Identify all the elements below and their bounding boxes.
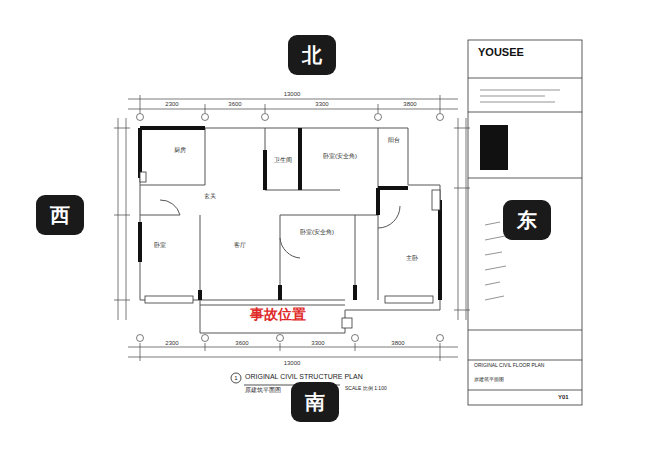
plan-label: 卫生间 — [274, 157, 292, 164]
plan-label: 卧室 — [154, 242, 166, 249]
direction-text: 南 — [305, 392, 325, 412]
plan-label: 原建筑平面图 — [474, 377, 504, 383]
plan-label: 3800 — [403, 101, 416, 108]
direction-text: 北 — [302, 45, 322, 65]
plan-label: 3600 — [235, 340, 248, 347]
plan-label: 13000 — [284, 360, 301, 367]
plan-label: 3300 — [311, 340, 324, 347]
plan-label: ORIGINAL CIVIL STRUCTURE PLAN — [245, 373, 363, 381]
plan-label: 3300 — [315, 101, 328, 108]
plan-label: 卧室(安全角) — [300, 229, 334, 236]
plan-label: Y01 — [558, 394, 569, 401]
plan-label: 厨房 — [174, 147, 186, 154]
plan-label: SCALE 比例 1:100 — [345, 386, 387, 392]
plan-label: 卧室(安全角) — [323, 153, 357, 160]
plan-label: 3800 — [391, 340, 404, 347]
plan-label: 玄关 — [204, 193, 216, 200]
plan-label: 客厅 — [234, 242, 246, 249]
plan-label: 主卧 — [406, 255, 418, 262]
plan-label: 13000 — [284, 91, 301, 98]
plan-label: 2300 — [165, 101, 178, 108]
accident-marker: 事故位置 — [250, 307, 306, 322]
direction-text: 西 — [50, 205, 70, 225]
compass-box: 东 — [503, 200, 551, 240]
compass-box: 北 — [288, 35, 336, 75]
compass-box: 西 — [36, 195, 84, 235]
plan-label: 2300 — [165, 340, 178, 347]
plan-label: YOUSEE — [478, 46, 524, 58]
callout-number: 1 — [234, 375, 237, 382]
plan-label: 3600 — [228, 101, 241, 108]
plan-label: ORIGINAL CIVIL FLOOR PLAN — [474, 363, 544, 369]
compass-box: 南 — [291, 382, 339, 422]
plan-label: 原建筑平面图 — [245, 387, 281, 394]
direction-text: 东 — [517, 210, 537, 230]
plan-label: 阳台 — [388, 137, 400, 144]
